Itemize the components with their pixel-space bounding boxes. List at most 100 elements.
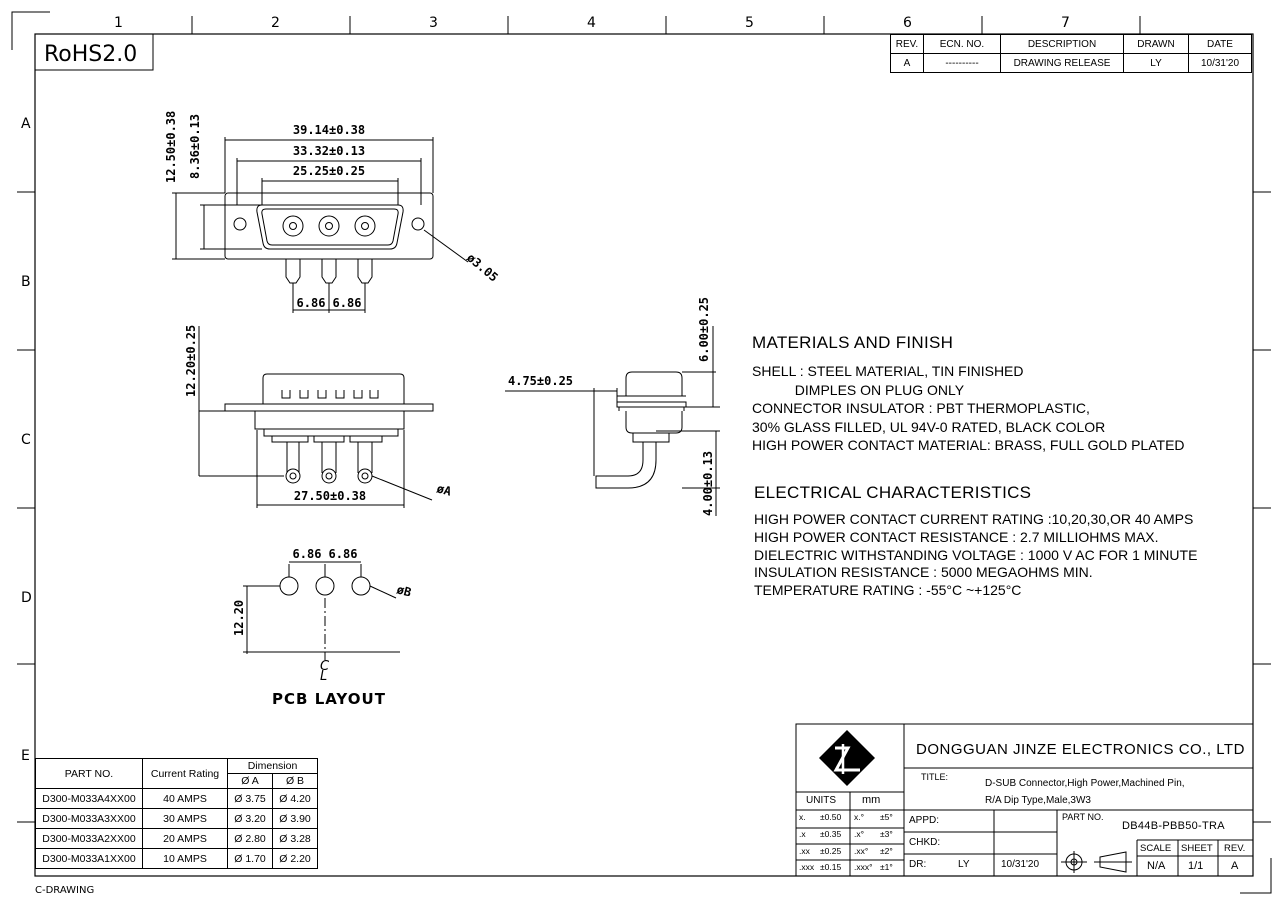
drawing-border <box>34 33 1254 877</box>
electrical-line: TEMPERATURE RATING : -55°C ~+125°C <box>754 582 1022 599</box>
materials-lines: SHELL : STEEL MATERIAL, TIN FINISHED DIM… <box>752 362 1185 455</box>
tol-angle-0: x.° <box>854 812 865 822</box>
part-no-label: PART NO. <box>1062 812 1104 822</box>
row-ticks <box>17 191 1271 823</box>
dia-b: Ø 3.28 <box>272 828 318 849</box>
dim-overall-width: 39.14±0.38 <box>293 123 365 137</box>
parts-header-current-rating: Current Rating <box>142 758 228 789</box>
tol-angle-2: .xx° <box>854 846 869 856</box>
tol-angle-0-val: ±5° <box>880 812 893 822</box>
tol-linear-1: .x <box>799 829 806 839</box>
description-value: DRAWING RELEASE <box>1000 53 1124 73</box>
projection-symbol-icon <box>1061 851 1132 873</box>
dim-insulator-width: 25.25±0.25 <box>293 164 365 178</box>
rev-value-title-block: A <box>1231 860 1239 872</box>
dia-a: Ø 3.75 <box>227 788 273 809</box>
column-label: 7 <box>1061 15 1070 31</box>
part-number: D300-M033A2XX00 <box>35 828 143 849</box>
column-label: 4 <box>587 15 596 31</box>
corner-marks <box>11 11 1272 894</box>
dia-a: Ø 3.20 <box>227 808 273 829</box>
part-number: D300-M033A3XX00 <box>35 808 143 829</box>
materials-section: MATERIALS AND FINISH SHELL : STEEL MATER… <box>752 333 1185 455</box>
table-row: D300-M033A4XX00 40 AMPS Ø 3.75 Ø 4.20 <box>35 788 318 809</box>
column-labels: 1 2 3 4 5 6 7 <box>114 15 1070 31</box>
parts-header-part-no: PART NO. <box>35 758 143 789</box>
electrical-section: ELECTRICAL CHARACTERISTICS HIGH POWER CO… <box>754 483 1197 600</box>
column-label: 2 <box>271 15 280 31</box>
table-row: D300-M033A1XX00 10 AMPS Ø 1.70 Ø 2.20 <box>35 848 318 869</box>
parts-header-dia-a: Ø A <box>227 773 273 789</box>
column-label: 1 <box>114 15 123 31</box>
rev-header-description: DESCRIPTION <box>1000 34 1124 54</box>
tol-linear-3: .xxx <box>799 862 815 872</box>
rev-header-drawn: DRAWN <box>1123 34 1189 54</box>
dim-pitch-right: 6.86 <box>333 296 362 310</box>
sheet-label: SHEET <box>1181 843 1213 854</box>
tol-angle-1: .x° <box>854 829 865 839</box>
pcb-layout-title: PCB LAYOUT <box>272 690 386 708</box>
pcb-layout <box>243 561 400 660</box>
dia-a: Ø 1.70 <box>227 848 273 869</box>
electrical-lines: HIGH POWER CONTACT CURRENT RATING :10,20… <box>754 511 1197 600</box>
pcb-pitch-left: 6.86 <box>293 547 322 561</box>
dim-side-bottom: 4.00±0.13 <box>701 451 715 516</box>
tol-angle-2-val: ±2° <box>880 846 893 856</box>
rev-header-ecn: ECN. NO. <box>923 34 1001 54</box>
part-number: D300-M033A1XX00 <box>35 848 143 869</box>
parts-header-dia-b: Ø B <box>272 773 318 789</box>
centerline-symbol-sub: L <box>320 669 327 684</box>
company-logo <box>819 730 875 786</box>
row-label: B <box>21 274 31 290</box>
table-row: D300-M033A2XX00 20 AMPS Ø 2.80 Ø 3.28 <box>35 828 318 849</box>
dim-front-width: 27.50±0.38 <box>294 489 366 503</box>
materials-line: CONNECTOR INSULATOR : PBT THERMOPLASTIC, <box>752 400 1090 416</box>
current-rating: 40 AMPS <box>142 788 228 809</box>
part-number: D300-M033A4XX00 <box>35 788 143 809</box>
dr-value: LY <box>958 859 970 870</box>
row-labels: A B C D E <box>21 116 32 764</box>
front-view <box>198 326 434 508</box>
dim-pitch-left: 6.86 <box>297 296 326 310</box>
rohs-box <box>34 33 154 71</box>
tol-angle-3-val: ±1° <box>880 862 893 872</box>
revision-table: REV. ECN. NO. DESCRIPTION DRAWN DATE A -… <box>890 34 1252 73</box>
sheet-value: 1/1 <box>1188 860 1204 872</box>
dr-date: 10/31'20 <box>1001 859 1040 870</box>
materials-line: SHELL : STEEL MATERIAL, TIN FINISHED <box>752 363 1024 379</box>
tol-linear-2-val: ±0.25 <box>820 846 842 856</box>
rev-value: A <box>890 53 924 73</box>
tol-angle-3: .xxx° <box>854 862 873 872</box>
column-label: 6 <box>903 15 912 31</box>
date-value: 10/31'20 <box>1188 53 1252 73</box>
tol-linear-2: .xx <box>799 846 810 856</box>
title-line-2: R/A Dip Type,Male,3W3 <box>985 795 1091 806</box>
dim-side-offset: 4.75±0.25 <box>508 374 573 388</box>
row-label: D <box>21 590 32 606</box>
dia-a: Ø 2.80 <box>227 828 273 849</box>
row-label: E <box>21 748 30 764</box>
dim-overall-height: 12.50±0.38 <box>164 111 178 183</box>
tol-linear-3-val: ±0.15 <box>820 862 842 872</box>
company-name: DONGGUAN JINZE ELECTRONICS CO., LTD <box>916 741 1245 758</box>
parts-header-dimension: Dimension <box>227 758 318 774</box>
electrical-line: DIELECTRIC WITHSTANDING VOLTAGE : 1000 V… <box>754 546 1198 563</box>
chkd-label: CHKD: <box>909 837 941 848</box>
pcb-row-offset: 12.20 <box>232 600 246 636</box>
current-rating: 30 AMPS <box>142 808 228 829</box>
electrical-line: HIGH POWER CONTACT CURRENT RATING :10,20… <box>754 511 1194 527</box>
top-view <box>172 137 469 313</box>
title-label: TITLE: <box>921 772 949 782</box>
column-ticks <box>191 16 1141 34</box>
dia-b: Ø 4.20 <box>272 788 318 809</box>
materials-heading: MATERIALS AND FINISH <box>752 333 954 352</box>
rohs-label: RoHS2.0 <box>44 42 137 67</box>
electrical-heading: ELECTRICAL CHARACTERISTICS <box>754 483 1032 502</box>
dim-mount-hole: ø3.05 <box>464 251 501 285</box>
tol-linear-0-val: ±0.50 <box>820 812 842 822</box>
materials-line: DIMPLES ON PLUG ONLY <box>752 381 965 398</box>
current-rating: 20 AMPS <box>142 828 228 849</box>
current-rating: 10 AMPS <box>142 848 228 869</box>
ecn-value: ---------- <box>923 53 1001 73</box>
